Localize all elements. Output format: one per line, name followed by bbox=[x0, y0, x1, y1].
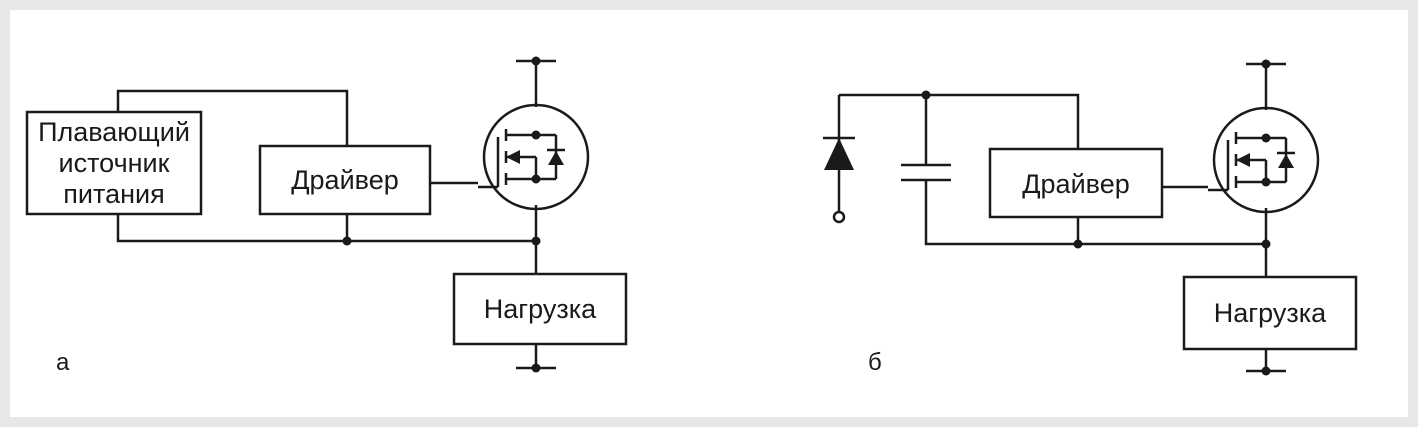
bootstrap-top-wire bbox=[839, 93, 1080, 149]
mosfet-icon bbox=[476, 103, 590, 211]
figure-panel bbox=[10, 10, 1408, 417]
load-box bbox=[1182, 275, 1358, 351]
supply-terminal-dot bbox=[1261, 59, 1271, 69]
diagram-b: Драйвер Нагрузка б bbox=[823, 59, 1358, 376]
floating-supply-box bbox=[25, 110, 203, 216]
floating-supply-line-3: питания bbox=[63, 179, 164, 209]
mosfet-icon bbox=[1206, 106, 1320, 214]
diagram-b-label: б bbox=[868, 349, 882, 376]
diagram-a: Плавающий источник питания Драйвер Нагру… bbox=[25, 56, 628, 376]
supply-top-wire bbox=[116, 89, 349, 146]
driver-label: Драйвер bbox=[291, 165, 398, 195]
ground-terminal-dot bbox=[531, 363, 541, 373]
input-terminal bbox=[832, 210, 846, 224]
load-label: Нагрузка bbox=[484, 294, 597, 324]
ground-terminal-dot bbox=[1261, 366, 1271, 376]
driver-box bbox=[258, 144, 432, 216]
junction-dot bbox=[342, 236, 352, 246]
load-box bbox=[452, 272, 628, 346]
diagram-a-label: а bbox=[56, 349, 70, 376]
junction-dot bbox=[531, 236, 541, 246]
supply-terminal-dot bbox=[531, 56, 541, 66]
diode-icon bbox=[824, 138, 854, 170]
floating-supply-line-2: источник bbox=[59, 148, 170, 178]
common-ground-wire bbox=[116, 214, 536, 243]
junction-dot bbox=[1073, 239, 1083, 249]
driver-box bbox=[988, 147, 1164, 219]
floating-supply-line-1: Плавающий bbox=[38, 117, 190, 147]
capacitor-bottom-wire bbox=[924, 180, 1266, 246]
driver-label: Драйвер bbox=[1022, 169, 1129, 199]
load-label: Нагрузка bbox=[1214, 298, 1327, 328]
